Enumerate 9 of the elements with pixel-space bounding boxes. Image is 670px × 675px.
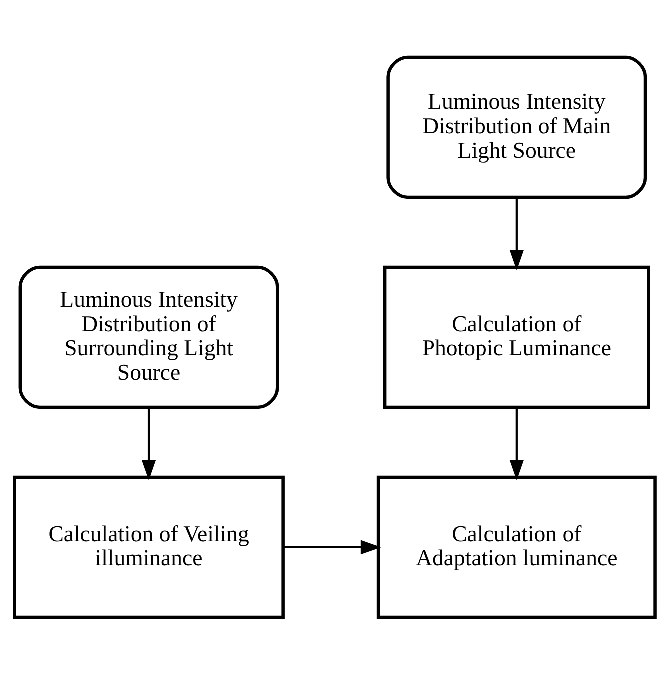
arrow [142,408,156,481]
node-box: Luminous Intensity Distribution of Surrounding Light Source [18,266,280,410]
arrow [510,198,524,271]
arrow [510,408,524,481]
node-box: Calculation of Photopic Luminance [383,266,650,410]
arrow [283,540,382,555]
node-box: Luminous Intensity Distribution of Main Light Source [386,56,648,200]
node-box: Calculation of Adaptation luminance [376,476,657,620]
node-box: Calculation of Veiling illuminance [13,476,285,620]
